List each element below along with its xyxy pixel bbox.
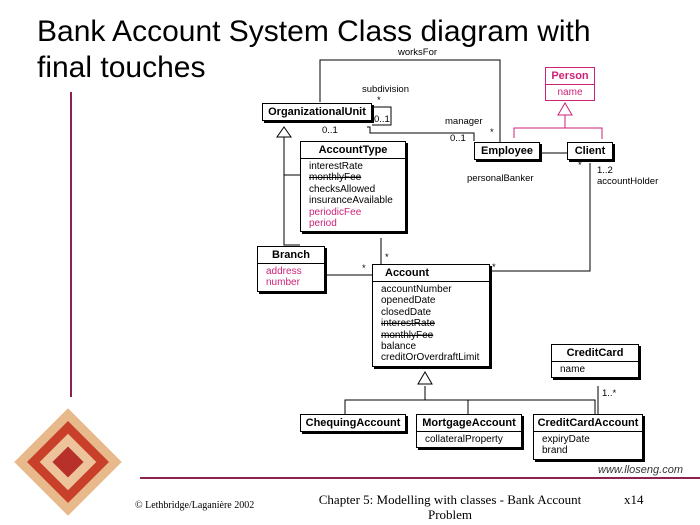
footer-chapter-line2: Problem xyxy=(427,507,473,522)
class-employee-name: Employee xyxy=(481,145,533,157)
footer-rule xyxy=(140,477,700,479)
person-triangle xyxy=(557,102,573,116)
footer-chapter-line1: Chapter 5: Modelling with classes - Bank… xyxy=(318,492,582,507)
slide-title-line1: Bank Account System Class diagram with xyxy=(37,15,591,48)
slide-title: Bank Account System Class diagram with f… xyxy=(37,14,591,86)
label-manager-range: 0..1 xyxy=(450,133,466,144)
label-subdivision: subdivision xyxy=(362,84,409,95)
class-mortgageaccount-attrs: collateralProperty xyxy=(417,431,521,447)
attribute-accounttype-1: monthlyFee xyxy=(309,172,362,184)
attribute-account-5: balance xyxy=(381,341,417,353)
account-client-line xyxy=(490,163,591,272)
attribute-accounttype-2: checksAllowed xyxy=(309,183,376,195)
org-generalization xyxy=(283,137,300,246)
class-person-attrs: name xyxy=(546,84,594,100)
label-client-range: 1..2 xyxy=(597,165,613,176)
label-employee-mult: * xyxy=(490,127,494,138)
attribute-account-6: creditOrOverdraftLimit xyxy=(381,352,480,364)
label-client-mult: * xyxy=(578,160,582,171)
class-client-name: Client xyxy=(574,145,606,157)
class-creditcardaccount-name: CreditCardAccount xyxy=(537,417,639,429)
label-manager: manager xyxy=(445,116,483,127)
class-chequingaccount-name: ChequingAccount xyxy=(305,417,401,429)
attribute-account-0: accountNumber xyxy=(381,284,452,295)
attribute-account-3: interestRate xyxy=(381,318,435,330)
attribute-creditcard-0: name xyxy=(560,364,586,375)
accent-vertical-line xyxy=(70,92,72,397)
attribute-account-4: monthlyFee xyxy=(381,329,434,341)
class-creditcard-attrs: name xyxy=(552,361,638,377)
attribute-mortgage-0: collateralProperty xyxy=(425,434,503,445)
manager-line xyxy=(367,126,475,141)
class-organizationalunit-name: OrganizationalUnit xyxy=(268,106,366,118)
person-generalization xyxy=(513,127,603,139)
decorative-diamonds xyxy=(14,408,122,516)
class-chequingaccount[interactable]: ChequingAccount xyxy=(300,414,406,432)
attribute-creditcardaccount-0: expiryDate xyxy=(542,434,590,445)
label-org-range: 0..1 xyxy=(322,125,338,136)
account-triangle xyxy=(417,371,433,385)
footer-chapter: Chapter 5: Modelling with classes - Bank… xyxy=(300,492,600,522)
class-client[interactable]: Client xyxy=(567,142,613,160)
footer-copyright: © Lethbridge/Laganière 2002 xyxy=(135,500,255,511)
class-organizationalunit[interactable]: OrganizationalUnit xyxy=(262,103,372,121)
slide-title-line2: final touches xyxy=(37,51,206,84)
class-accounttype-name: AccountType xyxy=(318,144,388,156)
class-creditcard[interactable]: CreditCard name xyxy=(551,344,639,379)
attribute-accounttype-3: insuranceAvailable xyxy=(309,195,393,207)
works-for-line xyxy=(319,59,501,144)
class-person[interactable]: Person name xyxy=(545,67,595,102)
label-subdivision-mult: * xyxy=(377,95,381,106)
label-personal-banker: personalBanker xyxy=(467,173,534,184)
class-mortgageaccount-name: MortgageAccount xyxy=(422,417,516,429)
attribute-accounttype-4: periodicFee xyxy=(309,206,362,218)
label-account-client-mult: * xyxy=(492,262,496,273)
class-creditcard-name: CreditCard xyxy=(566,347,624,359)
class-person-name: Person xyxy=(551,70,589,82)
attribute-accounttype-0: interestRate xyxy=(309,161,363,172)
footer-page-number: x14 xyxy=(624,492,644,507)
label-creditcard-range: 1..* xyxy=(602,388,617,399)
class-mortgageaccount[interactable]: MortgageAccount collateralProperty xyxy=(416,414,522,449)
label-subdivision-range: 0..1 xyxy=(374,114,390,125)
class-employee[interactable]: Employee xyxy=(474,142,540,160)
label-works-for: worksFor xyxy=(398,47,438,58)
footer-url: www.lloseng.com xyxy=(598,464,683,476)
attribute-creditcardaccount-1: brand xyxy=(542,445,568,457)
label-branch-mult: * xyxy=(362,263,366,274)
class-account-name: Account xyxy=(385,267,429,279)
attribute-accounttype-5: period xyxy=(309,218,337,230)
attribute-branch-0: address xyxy=(266,266,302,277)
attribute-account-1: openedDate xyxy=(381,295,436,307)
class-branch-name: Branch xyxy=(272,249,310,261)
subdivision-loop xyxy=(372,106,392,126)
label-accounttype-mult: * xyxy=(385,252,389,263)
label-account-holder: accountHolder xyxy=(597,176,659,187)
org-triangle xyxy=(276,126,292,138)
attribute-account-2: closedDate xyxy=(381,306,432,318)
attribute-branch-1: number xyxy=(266,277,300,289)
attribute-person-0: name xyxy=(557,87,583,98)
